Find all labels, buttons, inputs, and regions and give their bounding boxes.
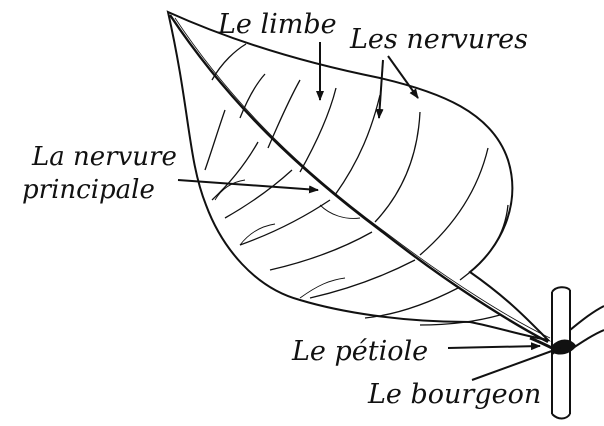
bud bbox=[552, 340, 576, 354]
upper-veins bbox=[212, 44, 508, 280]
arrow-nervures-1 bbox=[379, 60, 383, 118]
label-petiole: Le pétiole bbox=[291, 336, 428, 367]
arrow-petiole bbox=[448, 346, 540, 348]
arrow-bourgeon bbox=[472, 348, 560, 380]
label-limbe: Le limbe bbox=[217, 9, 337, 40]
label-nervure-principale-line2: principale bbox=[22, 175, 155, 205]
label-bourgeon: Le bourgeon bbox=[367, 379, 541, 410]
midrib bbox=[170, 15, 548, 342]
label-nervure-principale-line1: La nervure bbox=[31, 142, 177, 172]
label-nervures: Les nervures bbox=[349, 24, 528, 55]
arrow-nervures-2 bbox=[388, 56, 418, 98]
